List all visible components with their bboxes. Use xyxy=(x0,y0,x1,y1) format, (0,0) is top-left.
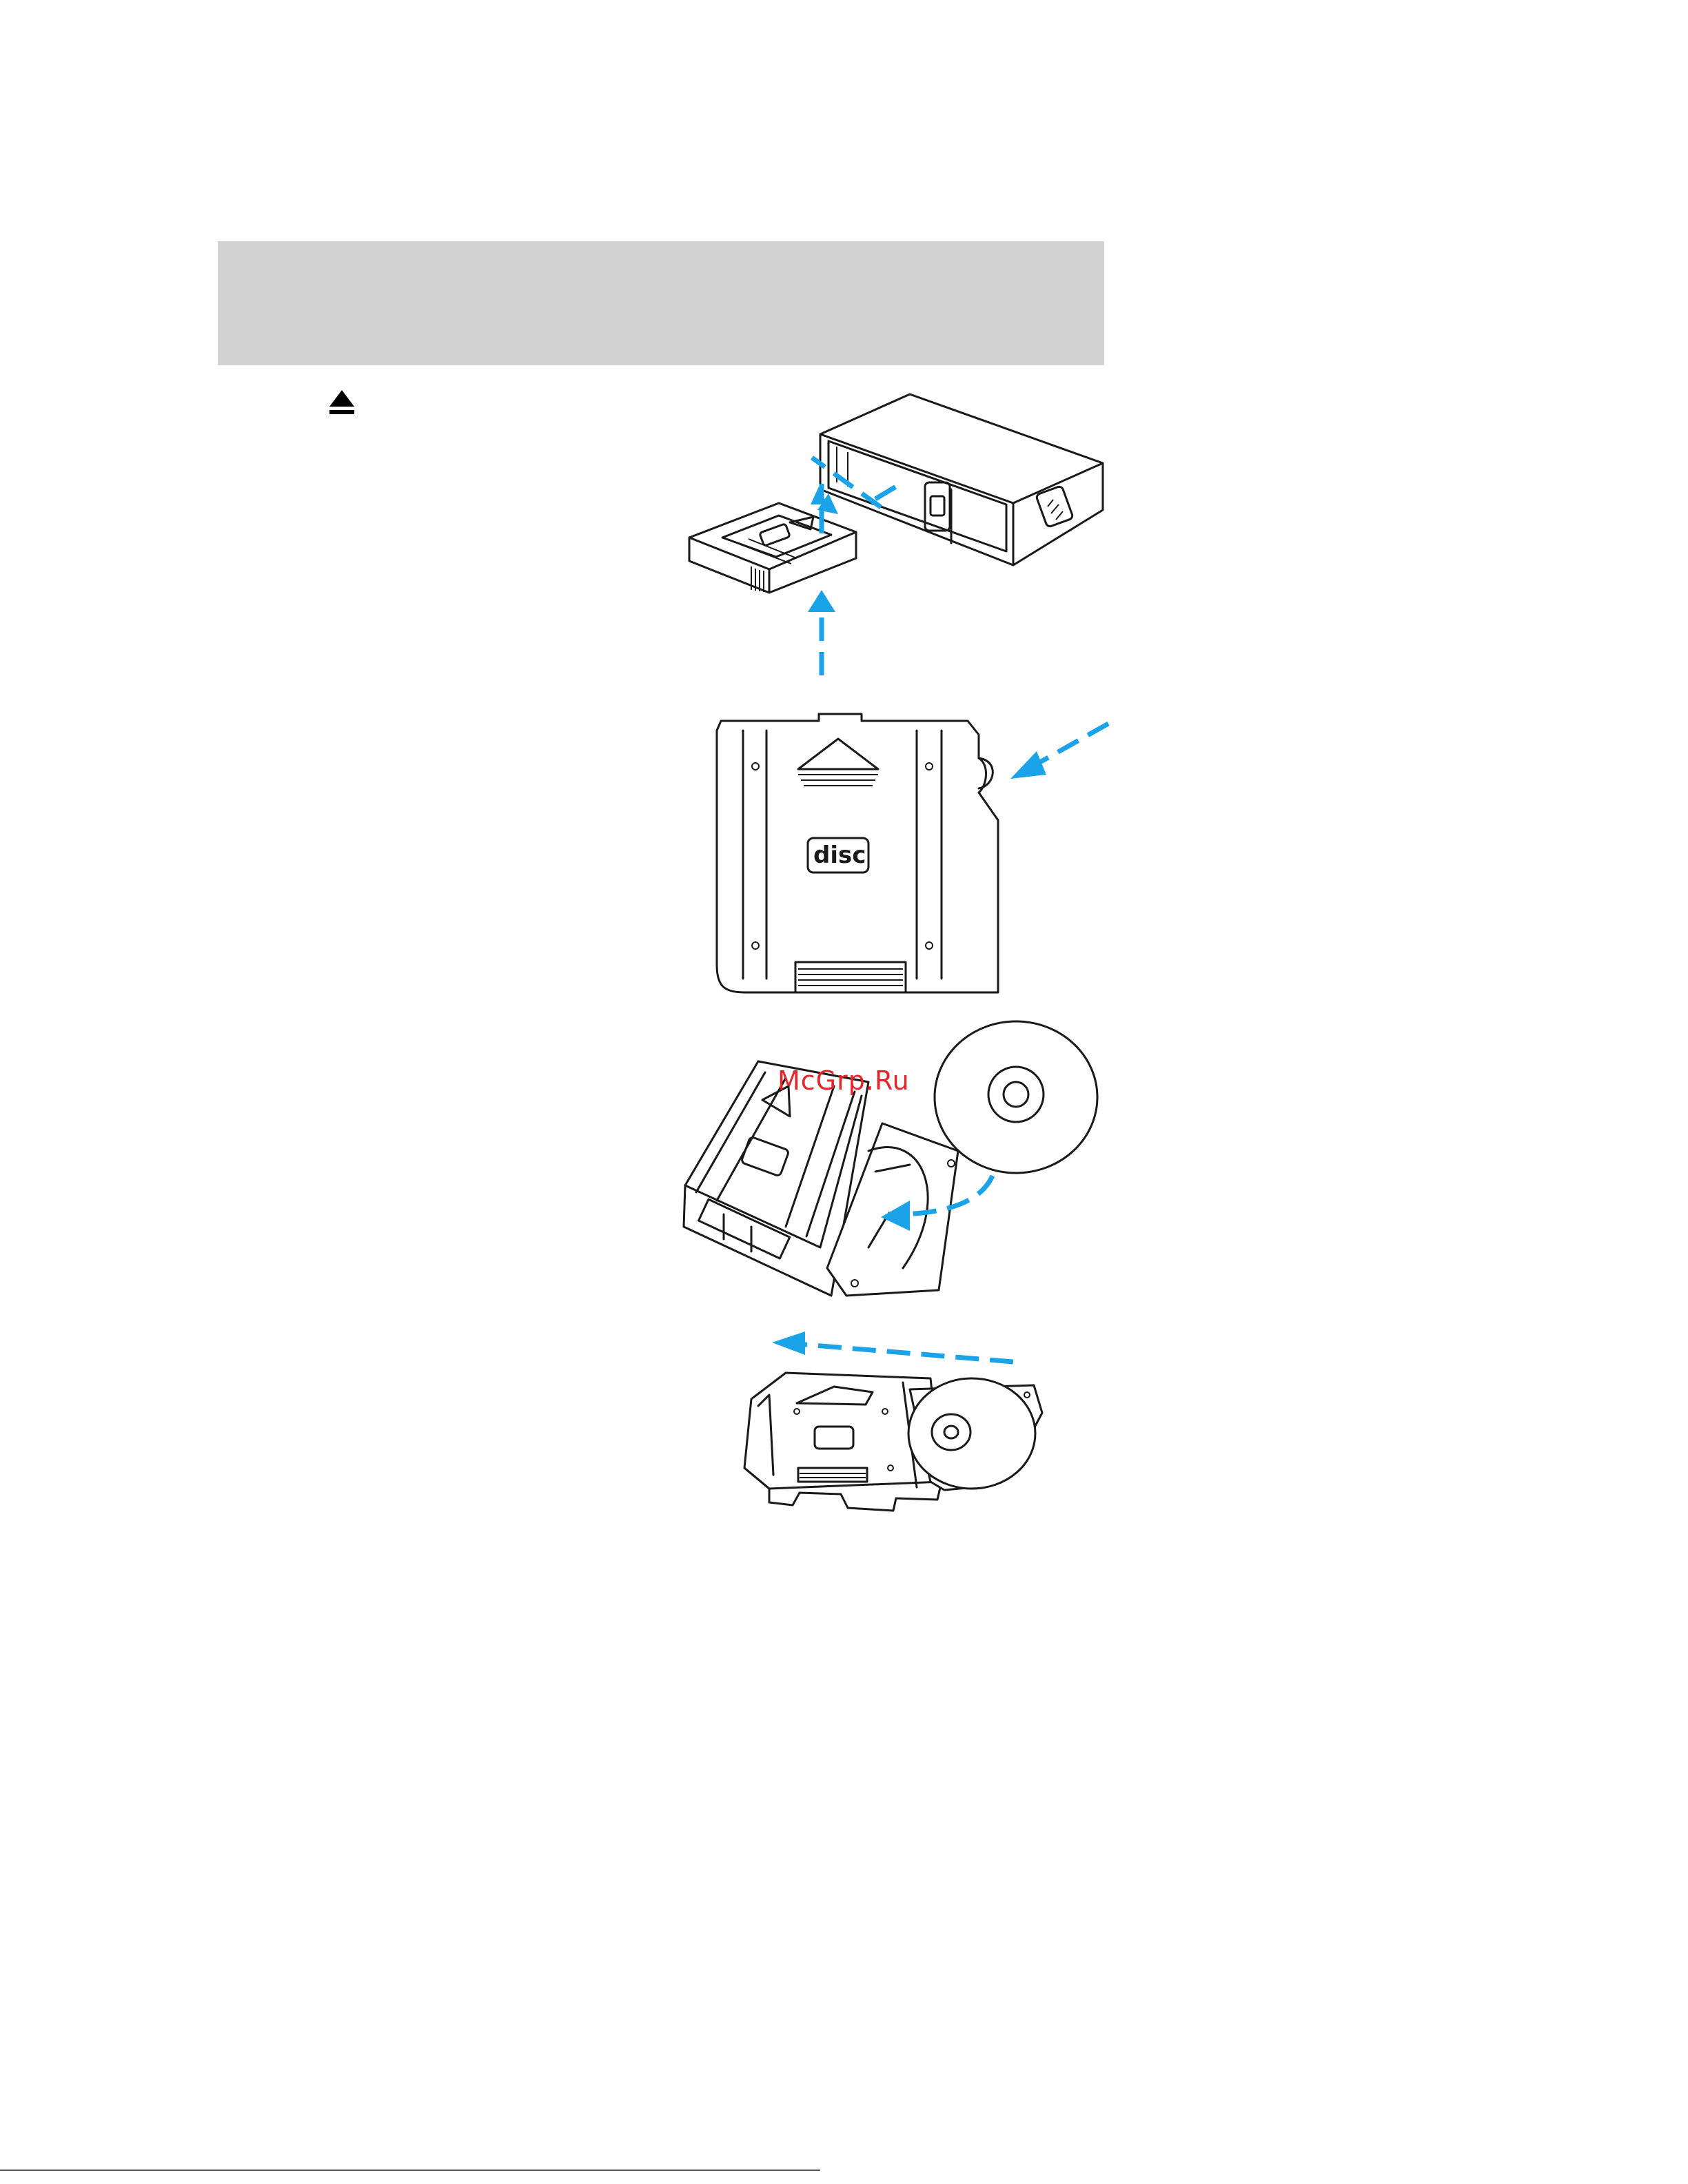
disc-logo: disc xyxy=(813,841,866,869)
magazine-insert-illustration xyxy=(675,386,1130,689)
magazine-release-illustration: disc xyxy=(703,703,1130,1020)
watermark: McGrp.Ru xyxy=(777,1065,910,1096)
eject-icon xyxy=(327,387,357,418)
tray-close-illustration xyxy=(731,1330,1061,1564)
page-bottom-rule xyxy=(0,2170,820,2171)
header-band xyxy=(218,241,1104,365)
